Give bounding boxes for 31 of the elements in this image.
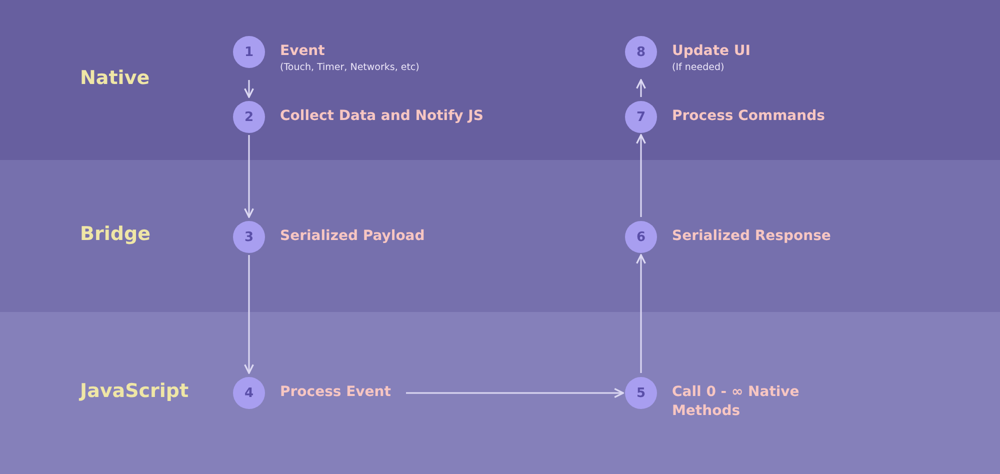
- arrow: [636, 254, 646, 373]
- step-label: Update UI: [672, 42, 752, 61]
- arrow: [244, 255, 254, 374]
- step-label: Process Event: [280, 383, 392, 402]
- step-label: Call 0 - ∞ Native Methods: [672, 383, 800, 421]
- step-number: 3: [233, 221, 265, 253]
- band-title: Bridge: [80, 223, 150, 245]
- step-number: 6: [625, 221, 657, 253]
- arrow: [636, 134, 646, 217]
- step-number: 7: [625, 101, 657, 133]
- band-title: Native: [80, 67, 150, 89]
- band-background: [0, 160, 1000, 312]
- step-label: Process Commands: [672, 107, 826, 126]
- step-note: (If needed): [672, 61, 726, 74]
- step-number: 8: [625, 36, 657, 68]
- step-number: 2: [233, 101, 265, 133]
- arrow: [244, 135, 254, 218]
- step-label: Collect Data and Notify JS: [280, 107, 484, 126]
- step-label: Event: [280, 42, 326, 61]
- step-number: 5: [625, 377, 657, 409]
- arrow: [244, 80, 254, 98]
- step-number: 4: [233, 377, 265, 409]
- step-number: 1: [233, 36, 265, 68]
- step-label: Serialized Response: [672, 227, 832, 246]
- band-title: JavaScript: [80, 380, 189, 402]
- band-background: [0, 0, 1000, 160]
- step-label: Serialized Payload: [280, 227, 426, 246]
- arrow: [406, 388, 624, 398]
- band-background: [0, 312, 1000, 474]
- arrow: [636, 79, 646, 97]
- step-note: (Touch, Timer, Networks, etc): [280, 61, 420, 74]
